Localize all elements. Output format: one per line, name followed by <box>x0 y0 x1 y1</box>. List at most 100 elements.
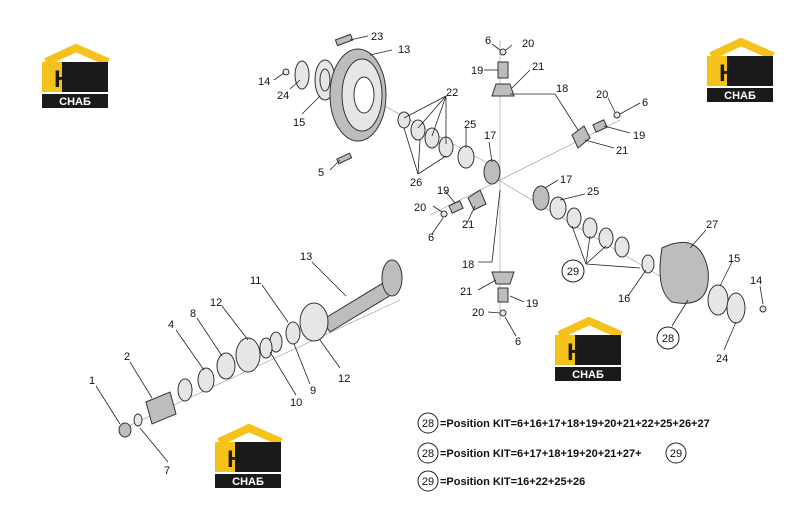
bearing-8 <box>216 352 236 380</box>
washer-29c <box>598 227 614 249</box>
kit-row-2: 28 =Position KIT=6+17+18+19+20+21+27+ 29 <box>417 442 687 464</box>
pin-19-right <box>592 119 608 133</box>
pin-19-top <box>497 61 509 79</box>
label-20-bottom: 20 <box>472 307 484 319</box>
side-gear-17-lower <box>532 185 550 211</box>
label-27: 27 <box>706 219 718 231</box>
logo-roof-icon <box>709 37 775 60</box>
label-13-lower: 13 <box>300 251 312 263</box>
kit-row-1: 28 =Position KIT=6+16+17+18+19+20+21+22+… <box>417 412 710 434</box>
logo-mark: H3 <box>567 339 598 366</box>
spider-gears-group <box>440 48 621 317</box>
label-10: 10 <box>290 397 302 409</box>
logo-roof-icon <box>44 43 110 66</box>
ring-10 <box>259 337 273 359</box>
washer-6-top <box>499 48 507 56</box>
label-7: 7 <box>164 465 170 477</box>
logo-mark: H3 <box>54 66 85 93</box>
logo-caption: CHAБ <box>232 476 264 488</box>
logo-caption: CHAБ <box>572 369 604 381</box>
label-1: 1 <box>89 375 95 387</box>
label-22: 22 <box>446 87 458 99</box>
pinion-21-bottom <box>491 271 515 285</box>
kit-badge-secondary: 29 <box>670 448 682 460</box>
nut-1 <box>118 422 132 438</box>
label-21-right: 21 <box>616 145 628 157</box>
washer-29a <box>566 207 582 229</box>
kit-badge: 28 <box>422 418 434 430</box>
label-16: 16 <box>618 293 630 305</box>
logo-top-right: H3 CHAБ <box>707 37 775 102</box>
washer <box>177 378 193 402</box>
pinion-21-right <box>571 125 591 149</box>
callout-29-ring <box>561 259 585 283</box>
bolt-14-upper <box>282 68 290 76</box>
bearing-15-lower <box>707 284 729 316</box>
washer-6-right <box>613 111 621 119</box>
kit-legend: 28 =Position KIT=6+16+17+18+19+20+21+22+… <box>417 412 710 492</box>
label-20-left: 20 <box>414 202 426 214</box>
kit-text: =Position KIT=6+17+18+19+20+21+27+ <box>440 448 642 460</box>
leader-lines <box>95 35 764 463</box>
label-6-top: 6 <box>485 35 491 47</box>
label-14-upper: 14 <box>258 76 270 88</box>
bolt-5 <box>336 152 353 165</box>
ring-gear-group <box>282 33 501 185</box>
logo-caption: CHAБ <box>724 90 756 102</box>
callout-28: 28 <box>662 333 674 345</box>
kit-badge: 29 <box>422 476 434 488</box>
seal-4 <box>197 367 215 393</box>
label-12-outer: 12 <box>210 297 222 309</box>
label-15-lower: 15 <box>728 253 740 265</box>
pin-19-bottom <box>497 287 509 303</box>
washer-25-lower <box>549 196 567 220</box>
spacer-9 <box>285 321 301 345</box>
bearing-cup-24-lower <box>726 292 746 324</box>
diff-case-group <box>532 185 767 324</box>
logo-top-left: H3 CHAБ <box>42 43 110 108</box>
bearing-cup-24-upper <box>294 60 310 90</box>
label-18-lower: 18 <box>462 259 474 271</box>
label-6-right: 6 <box>642 97 648 109</box>
bearing-12-outer <box>235 337 261 373</box>
side-gear-17-upper <box>483 159 501 185</box>
kit-badge: 28 <box>422 448 434 460</box>
label-23: 23 <box>371 31 383 43</box>
washer-22c <box>424 127 440 149</box>
label-26: 26 <box>410 177 422 189</box>
diff-case-27 <box>659 241 709 304</box>
label-24-upper: 24 <box>277 90 289 102</box>
callout-28-ring <box>656 326 680 350</box>
pinion-head <box>381 259 403 297</box>
logo-roof-icon <box>557 316 623 339</box>
label-21-bottom: 21 <box>460 286 472 298</box>
bearing-12-inner <box>299 302 329 342</box>
logo-roof-icon <box>217 423 283 446</box>
label-8: 8 <box>190 308 196 320</box>
label-24-lower: 24 <box>716 353 728 365</box>
label-20-right: 20 <box>596 89 608 101</box>
label-19-left: 19 <box>437 185 449 197</box>
label-11: 11 <box>250 275 261 287</box>
pinion-21-top <box>491 83 515 97</box>
label-17-upper: 17 <box>484 130 496 142</box>
label-19-top: 19 <box>471 65 483 77</box>
label-25-lower: 25 <box>587 186 599 198</box>
label-20-top: 20 <box>522 38 534 50</box>
flange-2 <box>145 391 177 425</box>
part-labels: 23 13 14 24 15 5 22 26 25 17 6 20 19 21 … <box>89 31 762 477</box>
label-14-lower: 14 <box>750 275 762 287</box>
kit-text: =Position KIT=16+22+25+26 <box>440 476 585 488</box>
label-15-upper: 15 <box>293 117 305 129</box>
washer-16 <box>641 254 655 274</box>
kit-text: =Position KIT=6+16+17+18+19+20+21+22+25+… <box>440 418 710 430</box>
callout-29: 29 <box>567 266 579 278</box>
logo-mark: H3 <box>227 446 258 473</box>
label-9: 9 <box>310 385 316 397</box>
pinion-21-left <box>467 189 487 211</box>
label-5: 5 <box>318 167 324 179</box>
label-17-lower: 17 <box>560 174 572 186</box>
washer-25-upper <box>457 145 475 169</box>
washer-22a <box>397 111 411 129</box>
